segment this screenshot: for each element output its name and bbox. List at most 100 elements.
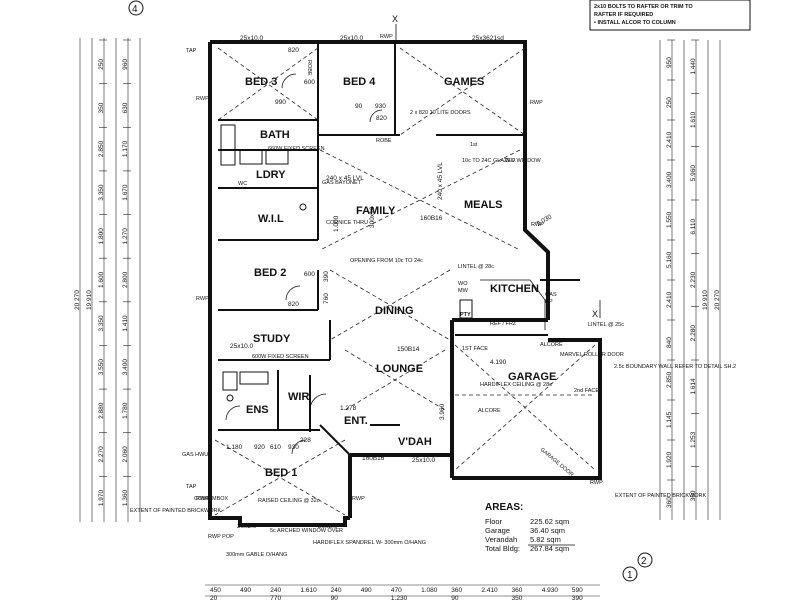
first-face: 1ST FACE: [462, 346, 488, 352]
left-dim-segment: 2.800: [122, 271, 129, 288]
right-dim-segment: 6.110: [690, 218, 697, 234]
boundary-wall: 2.5c BOUNDARY WALL REFER TO DETAIL SH.2: [614, 364, 736, 370]
dim-990: 990: [275, 99, 286, 106]
tap-bottom-left: TAP: [186, 484, 197, 490]
left-dimensions: 20 270 19 910 2503502.8503.3501.8001.600…: [74, 38, 141, 522]
right-dim-segment: 2.280: [690, 325, 697, 342]
roller-door: MARVEL ROLLER DOOR: [560, 352, 624, 358]
kitchen-bench: [459, 279, 546, 330]
room-bath: BATH: [260, 129, 290, 141]
room-bed-4: BED 4: [343, 76, 376, 88]
dim-lvl-b: 240 x 45 LVL: [437, 162, 444, 200]
bottom-dim-segment: 20: [210, 595, 218, 600]
room-wir: WIR: [288, 391, 309, 403]
right-dim-segment: 1.614: [690, 378, 697, 395]
dim-bottom-1: 20x2.0: [237, 523, 257, 530]
bottom-dim-segment: 90: [451, 595, 459, 600]
dim-930-b: 930: [288, 444, 299, 451]
dim-930: 930: [375, 103, 386, 110]
left-dim-segment: 1.410: [122, 315, 129, 332]
areas-row-value: 5.82 sqm: [530, 535, 561, 544]
rwp-right-1: RWP: [530, 100, 543, 106]
dim-2030: 2.030: [536, 213, 554, 227]
room-wo: WO: [458, 281, 468, 287]
dim-390: 390: [323, 271, 330, 282]
room-wc: WC: [238, 181, 247, 187]
room-study: STUDY: [253, 333, 291, 345]
hardiflex-spandrel: HARDIFLEX SPANDREL W- 300mm O/HANG: [313, 540, 426, 546]
alcore-2: ALCORE: [478, 408, 501, 414]
room-ent: ENT.: [344, 415, 368, 427]
notes-box: 2x10 BOLTS TO RAFTER OR TRIM TO RAFTER I…: [589, 0, 751, 31]
dim-300x16: 300x16: [369, 206, 376, 228]
room-kitchen: KITCHEN: [490, 283, 539, 295]
areas-table: AREAS: Floor 225.62 sqm Garage 36.40 sqm…: [485, 502, 575, 553]
bottom-dim-segment: 90: [331, 595, 339, 600]
left-dim-segment: 630: [122, 102, 129, 113]
bottom-dim-segment: 1.230: [391, 595, 408, 600]
bottom-dim-segment: 1.080: [421, 587, 438, 594]
areas-row-label: Total Bldg:: [485, 544, 520, 553]
areas-row-value: 267.84 sqm: [530, 544, 569, 553]
section-x-top: X: [392, 14, 398, 24]
gas-bayonet: GAS BAYONET: [322, 180, 362, 186]
internal-dimensions: 25x10.0 25x10.0 25x3621sd 20x2.0 20x2.0 …: [226, 35, 553, 530]
second-face: 2nd FACE: [574, 388, 599, 394]
room-pty: PTY: [460, 312, 471, 318]
bottom-dim-segment: 240: [270, 587, 281, 594]
left-dim-segment: 1.970: [98, 490, 105, 507]
room-robe-2: ROBE: [376, 138, 392, 144]
left-dim-segment: 250: [98, 59, 105, 70]
room-ldry: LDRY: [256, 169, 286, 181]
rwp-bottom-center: RWP: [352, 496, 365, 502]
dim-top-1: 25x10.0: [240, 35, 264, 42]
wv-label: W.V.: [505, 158, 517, 164]
room-ens: ENS: [246, 404, 269, 416]
bottom-dim-segment: 350: [512, 595, 523, 600]
dim-1180: 1.180: [226, 444, 243, 451]
opening-note: OPENING FROM 10c TO 24c: [350, 258, 423, 264]
left-dim-segment: 1.360: [122, 490, 129, 507]
cornice-thru: CORNICE THRU: [326, 220, 368, 226]
bottom-dim-segment: 490: [240, 587, 251, 594]
dim-90: 90: [355, 103, 363, 110]
room-dining: DINING: [375, 305, 414, 317]
left-dim-segment: 1.780: [122, 402, 129, 419]
room-lounge: LOUNGE: [376, 363, 423, 375]
right-dim-segment: 1.440: [690, 58, 697, 75]
room-garage: GARAGE: [508, 371, 556, 383]
dim-760: 760: [323, 293, 330, 304]
bottom-dim-segment: 390: [572, 595, 583, 600]
left-dim-segment: 1.170: [122, 140, 129, 157]
left-dim-segment: 1.600: [98, 271, 105, 288]
bottom-dim-segment: 360: [512, 587, 523, 594]
right-dim-segment: 360: [690, 490, 697, 501]
right-dim-segment: 5.160: [666, 251, 673, 268]
note-line-2: RAFTER IF REQUIRED: [594, 12, 653, 18]
annotations: TAP RWP RWP RWP RWP RWP RWP RWP RWP RWP …: [130, 34, 736, 558]
dim-mid-1: 25x10.0: [230, 343, 254, 350]
room-wil: W.I.L: [258, 213, 284, 225]
right-dim-segment: 1.550: [666, 211, 673, 228]
right-dimensions: 20 270 19 910 9502502.4103.4001.5505.160…: [659, 39, 721, 520]
left-dim-segment: 1.270: [122, 228, 129, 245]
room-labels: BED 3 BED 4 GAMES BATH LDRY W.I.L FAMILY…: [238, 60, 557, 479]
painted-brickwork-left: EXTENT OF PAINTED BRICKWORK: [130, 508, 221, 514]
dim-160b16-a: 160B16: [420, 215, 443, 222]
dim-garage-width: 4.190: [490, 359, 507, 366]
bottom-dim-segment: 4.930: [542, 587, 559, 594]
dim-mid-2: 25x10.0: [412, 457, 436, 464]
note-line-1: 2x10 BOLTS TO RAFTER OR TRIM TO: [594, 4, 693, 10]
left-outer-dim: 20 270: [74, 290, 81, 310]
outer-walls: [208, 40, 602, 527]
left-dim-segment: 3.350: [98, 184, 105, 201]
areas-row-value: 225.62 sqm: [530, 517, 569, 526]
left-dim-segment: 1.670: [122, 184, 129, 201]
bottom-dim-segment: 450: [210, 587, 221, 594]
areas-row-value: 36.40 sqm: [530, 526, 565, 535]
bath-fixtures: [220, 124, 307, 402]
bottom-dim-segment: 240: [331, 587, 342, 594]
dim-600-b: 600: [304, 271, 315, 278]
alcore-1: ALCORE: [540, 342, 563, 348]
